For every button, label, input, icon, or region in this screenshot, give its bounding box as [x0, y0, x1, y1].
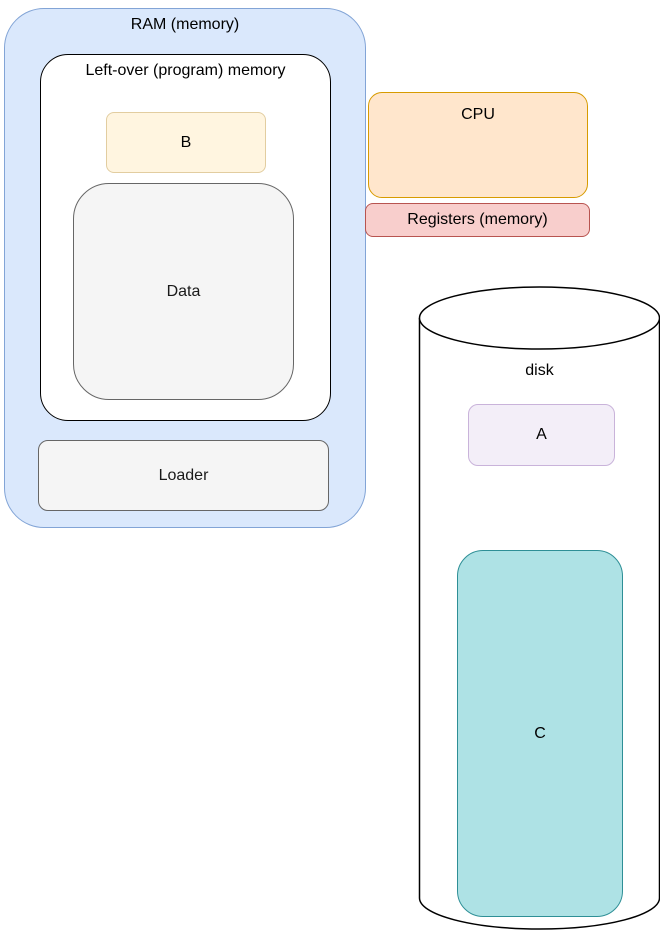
cpu-box	[368, 92, 588, 198]
program-a-box: A	[468, 404, 615, 466]
program-b-box: B	[106, 112, 266, 173]
ram-label: RAM (memory)	[130, 16, 240, 33]
program-c-box: C	[457, 550, 623, 917]
program-b-label: B	[180, 133, 192, 151]
program-a-label: A	[536, 426, 547, 443]
program-c-label: C	[534, 724, 546, 742]
cpu-label: CPU	[461, 106, 495, 123]
loader-label: Loader	[158, 466, 209, 484]
data-label: Data	[166, 282, 201, 300]
loader-box: Loader	[38, 440, 329, 511]
data-box: Data	[73, 183, 294, 400]
registers-box: Registers (memory)	[365, 203, 590, 237]
registers-label: Registers (memory)	[407, 211, 548, 228]
leftover-memory-label: Left-over (program) memory	[85, 62, 286, 79]
disk-label: disk	[525, 362, 554, 379]
